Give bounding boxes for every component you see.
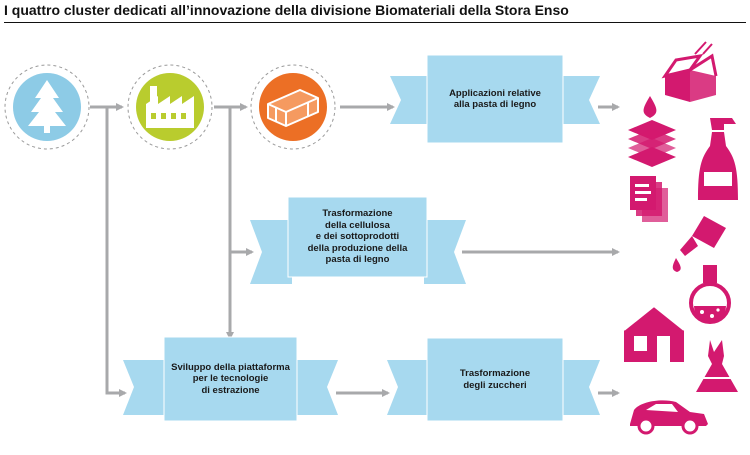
cluster2-line: e dei sottoprodotti (315, 231, 400, 243)
takeout-box-icon (661, 41, 718, 102)
cluster2-line: della cellulosa (325, 219, 390, 231)
cluster4-ribbon (387, 337, 600, 422)
source-forest (4, 64, 90, 150)
cluster2-line: Trasformazione (322, 208, 393, 220)
tree-icon (28, 80, 66, 133)
flask-icon (689, 265, 731, 324)
connector-lines (90, 103, 620, 397)
cluster1-line: Applicazioni relative (449, 87, 541, 99)
factory-icon (146, 86, 194, 128)
cluster2-label: Trasformazione della cellulosa e dei sot… (288, 197, 427, 277)
product-icons (623, 41, 738, 435)
wet-tissue-stack-icon (628, 96, 676, 167)
cluster3-line: Sviluppo della piattaforma (171, 361, 290, 373)
cluster2-ribbon (250, 196, 466, 284)
spray-bottle-icon (698, 118, 738, 200)
arrow-tree-down-to-cluster3 (105, 107, 127, 397)
cluster1-ribbon (390, 54, 600, 144)
cluster3-label: Sviluppo della piattaforma per le tecnol… (164, 337, 297, 421)
source-factory (127, 64, 213, 150)
documents-icon (630, 176, 668, 222)
cluster2-line: pasta di legno (325, 254, 390, 266)
cluster4-line: Trasformazione (459, 368, 531, 379)
cluster1-line: alla pasta di legno (453, 99, 537, 110)
house-icon (623, 304, 685, 362)
cluster4-label: Trasformazione degli zuccheri (427, 338, 563, 421)
cluster3-line: di estrazione (201, 384, 260, 396)
source-pulp (250, 64, 336, 150)
car-icon (630, 400, 708, 435)
cluster1-label: Applicazioni relative alla pasta di legn… (427, 55, 563, 143)
infographic-title: I quattro cluster dedicati all’innovazio… (4, 2, 746, 23)
cluster3-line: per le tecnologie (192, 373, 269, 385)
cluster2-line: della produzione della (307, 242, 408, 254)
cluster3-ribbon (123, 336, 338, 422)
glue-bottle-icon (672, 216, 726, 272)
cluster4-line: degli zuccheri (463, 379, 527, 391)
pulp-bale-icon (267, 89, 319, 127)
dress-icon (696, 340, 738, 392)
